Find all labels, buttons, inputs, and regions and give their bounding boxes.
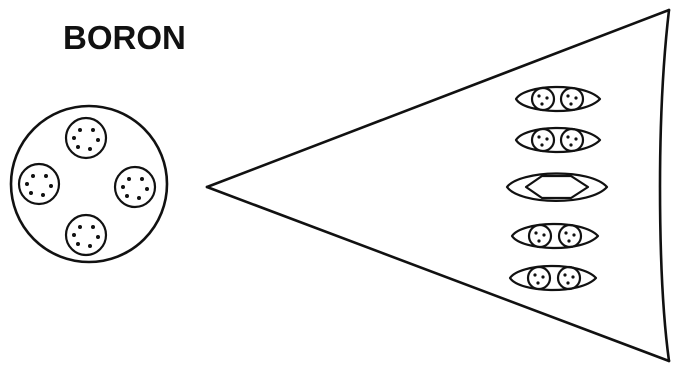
fiber-outer-circle (11, 106, 167, 262)
cone-lower-edge (207, 187, 669, 361)
pod-4 (510, 266, 596, 290)
pod-3 (512, 224, 598, 248)
magnification-cone (207, 10, 669, 361)
filament-bottom (66, 215, 106, 255)
filament-left (19, 164, 59, 204)
filament-right (115, 167, 155, 207)
magnified-structures (507, 87, 607, 290)
cone-cap (660, 10, 669, 361)
filament-top (66, 118, 106, 158)
pod-ring (507, 173, 607, 200)
fiber-cross-section (11, 106, 167, 262)
pod-2 (516, 128, 600, 152)
pod-1 (516, 87, 600, 111)
